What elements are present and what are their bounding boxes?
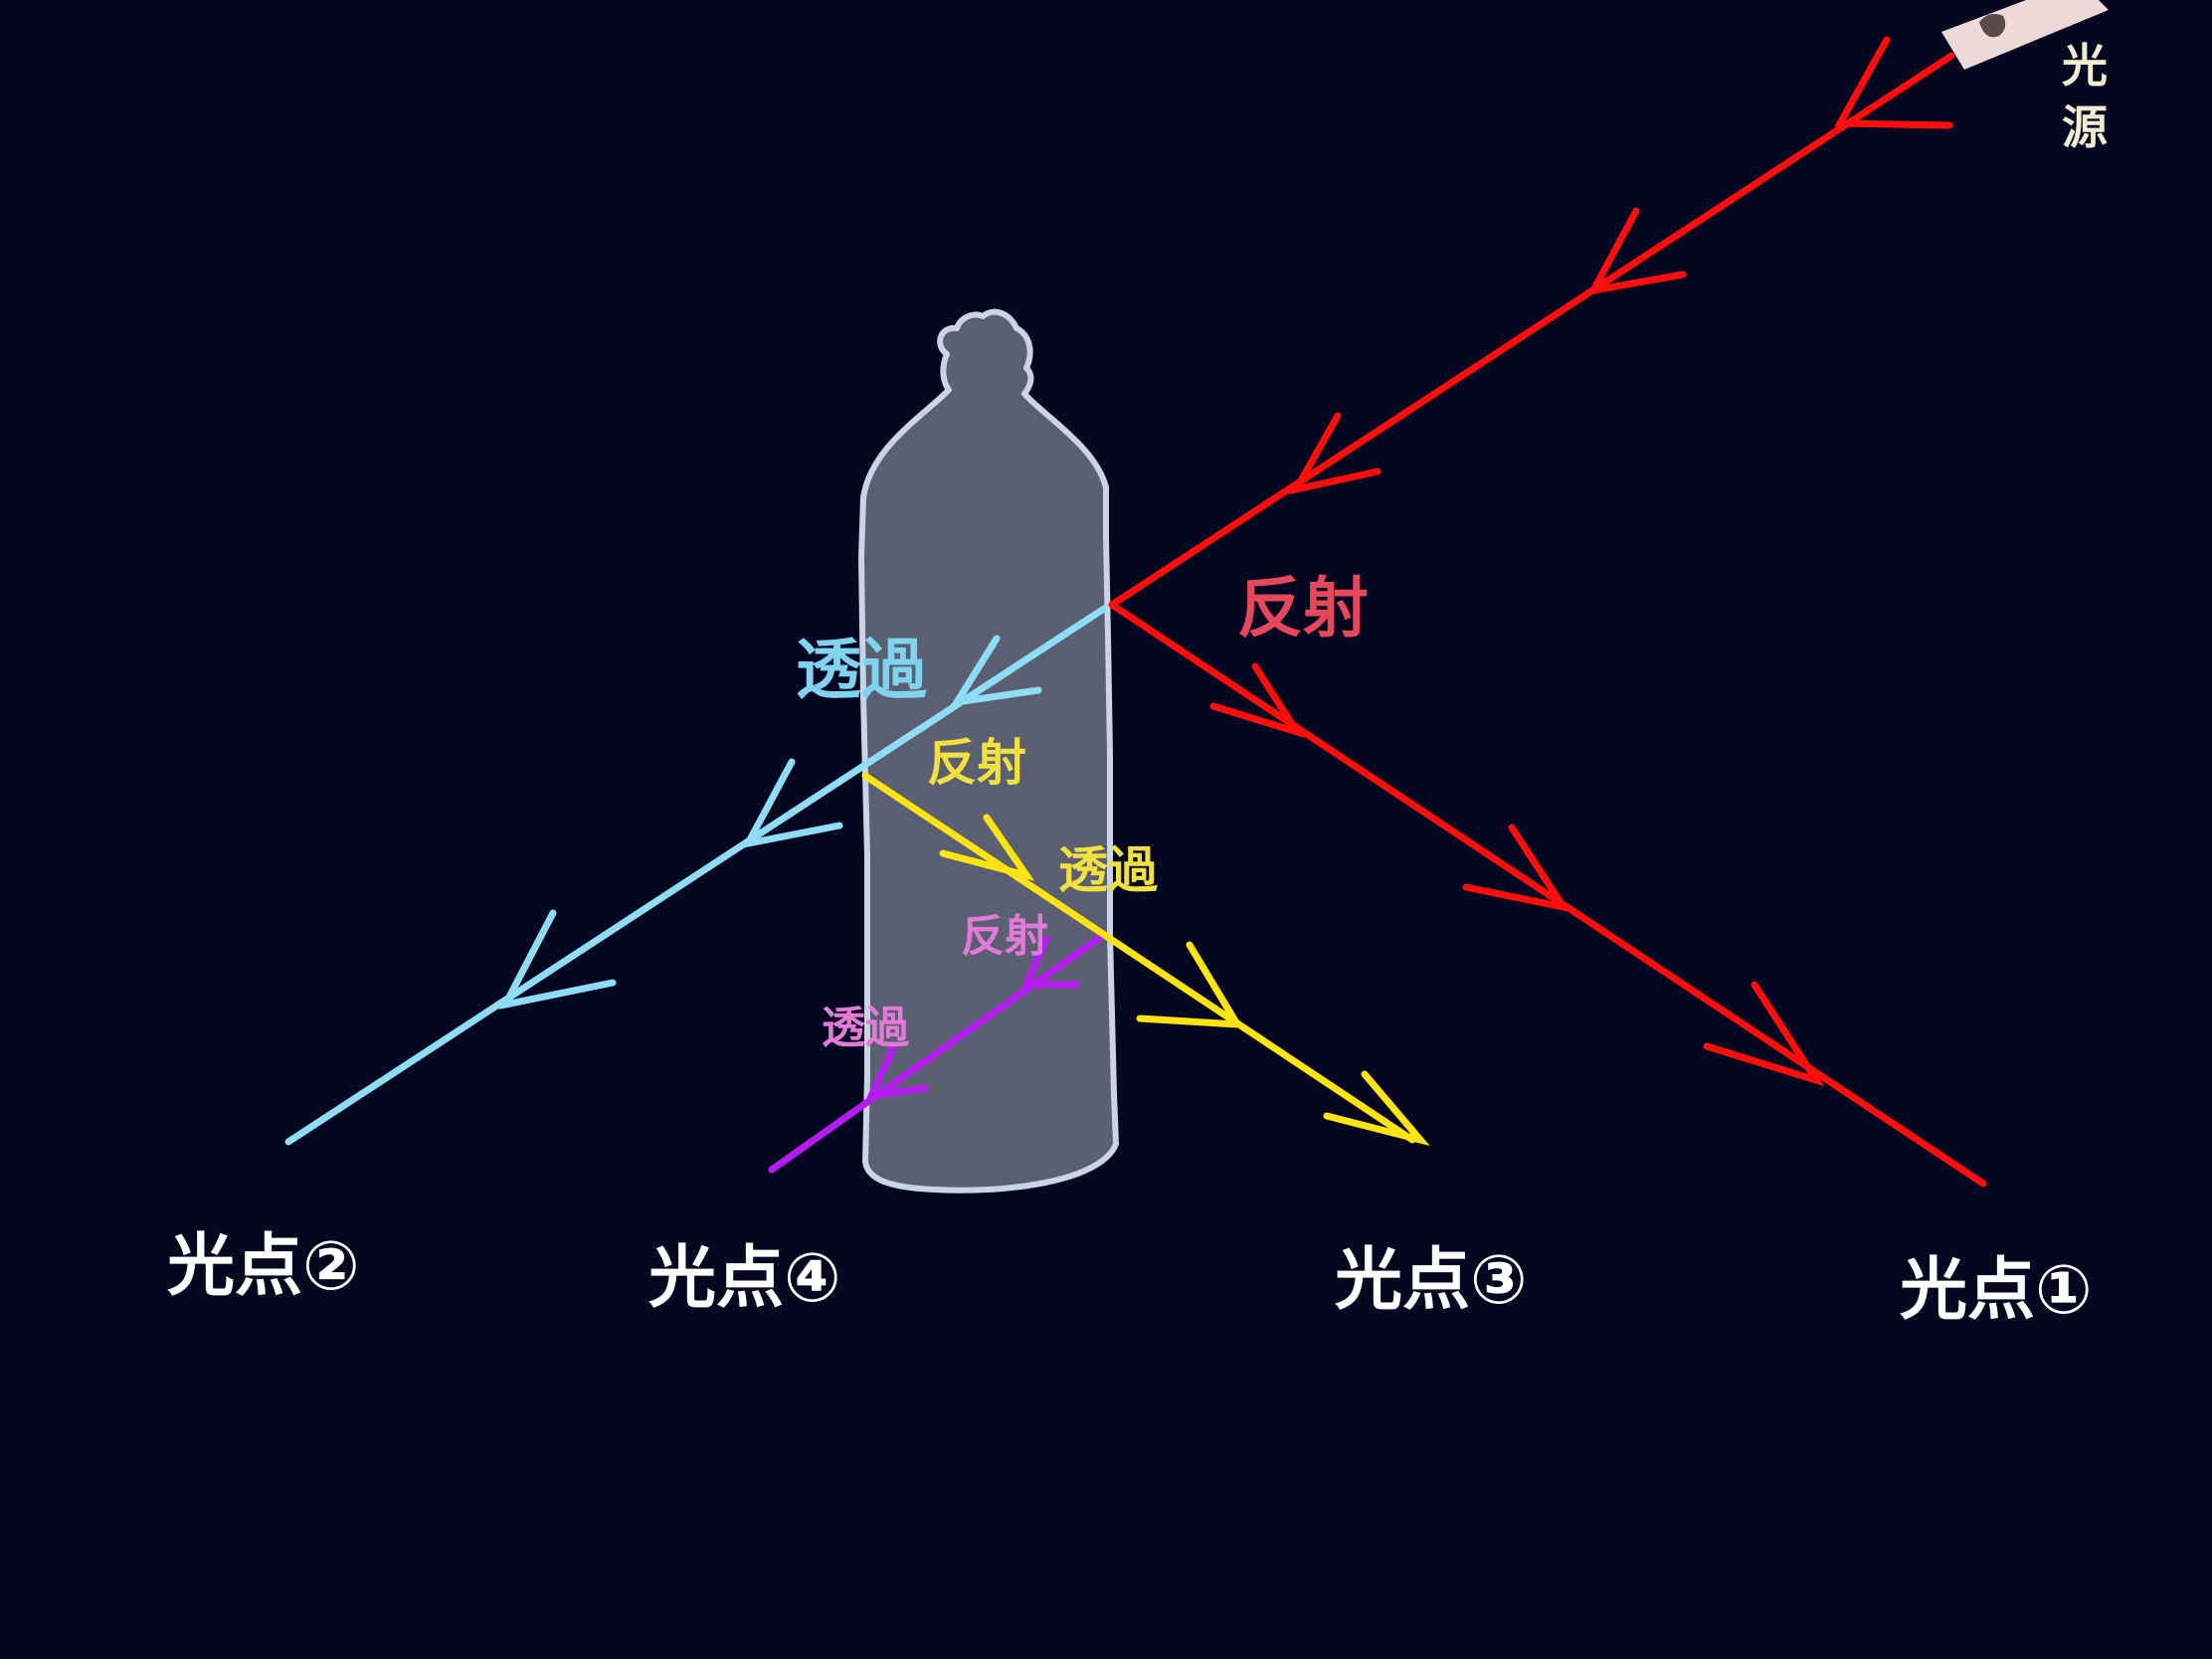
light-spot-4-label: 光点④ [648, 1239, 841, 1318]
red-reflected-ray [1108, 601, 1987, 1188]
light-source-icon [1941, 0, 2109, 70]
red-incident-ray [1108, 36, 1955, 609]
light-source-label-1: 光 [2062, 39, 2108, 92]
red-reflection-label: 反射 [1237, 570, 1369, 646]
yellow-reflected-ray [861, 772, 1430, 1147]
blue-transmitted-ray [284, 605, 1108, 1146]
light-spot-1-label: 光点① [1900, 1251, 2093, 1330]
light-spot-2-label: 光点② [167, 1227, 360, 1306]
light-source-label-2: 源 [2062, 100, 2108, 154]
purple-reflection-label: 反射 [961, 911, 1048, 962]
purple-ray [768, 935, 1102, 1174]
blue-transmission-label: 透過 [796, 632, 928, 708]
yellow-reflection-label: 反射 [927, 734, 1026, 792]
light-spot-3-label: 光点③ [1335, 1241, 1528, 1320]
yellow-transmission-label: 透過 [1058, 841, 1159, 899]
purple-transmission-label: 透過 [822, 1003, 910, 1053]
